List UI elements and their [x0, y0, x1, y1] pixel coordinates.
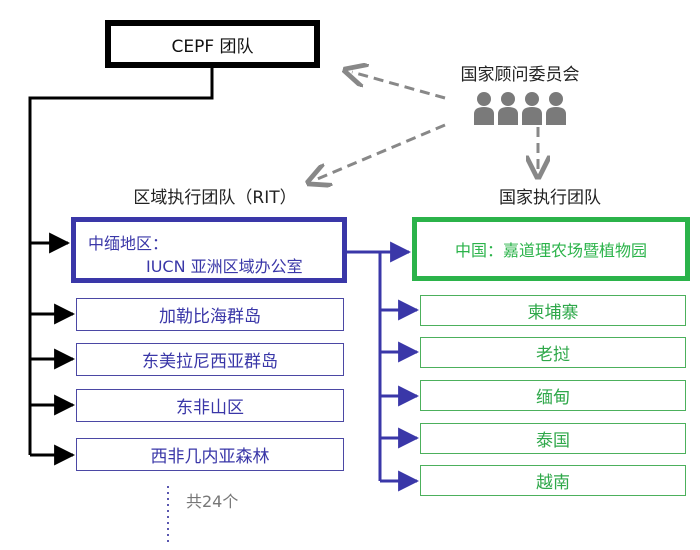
region-label: 东美拉尼西亚群岛: [142, 352, 278, 372]
region-box: 西非几内亚森林: [76, 438, 344, 471]
rit-main-box: 中缅地区： IUCN 亚洲区域办公室: [71, 217, 347, 283]
region-box: 加勒比海群岛: [76, 298, 344, 331]
person-icon: [522, 92, 542, 125]
country-label: 柬埔寨: [527, 303, 579, 323]
person-icon: [546, 92, 566, 125]
region-label: 西非几内亚森林: [150, 447, 270, 467]
country-box: 柬埔寨: [420, 295, 686, 326]
region-label: 加勒比海群岛: [159, 307, 261, 327]
country-label: 越南: [536, 473, 570, 493]
country-label: 缅甸: [536, 388, 570, 408]
advisory-arrows: [315, 72, 538, 180]
region-total-note: 共24个: [186, 492, 239, 511]
region-label: 东非山区: [176, 398, 244, 418]
rit-main-line1: 中缅地区：: [88, 234, 169, 253]
cepf-connector: [28, 68, 214, 466]
nit-main-box: 中国：嘉道理农场暨植物园: [412, 217, 690, 281]
country-label: 老挝: [536, 345, 570, 365]
country-box: 老挝: [420, 337, 686, 368]
country-box: 越南: [420, 465, 686, 496]
region-box: 东美拉尼西亚群岛: [76, 343, 344, 376]
country-label: 泰国: [536, 431, 570, 451]
country-box: 缅甸: [420, 380, 686, 411]
cepf-team-label: CEPF 团队: [171, 36, 254, 57]
council-people-group: [474, 92, 566, 125]
country-box: 泰国: [420, 423, 686, 454]
rit-main-line2: IUCN 亚洲区域办公室: [146, 257, 303, 276]
rit-connector: [347, 241, 420, 492]
person-icon: [474, 92, 494, 125]
council-label: 国家顾问委员会: [460, 65, 580, 85]
region-box: 东非山区: [76, 389, 344, 422]
person-icon: [498, 92, 518, 125]
nit-main-label: 中国：嘉道理农场暨植物园: [454, 241, 647, 260]
rit-header: 区域执行团队（RIT）: [133, 188, 297, 208]
nit-header: 国家执行团队: [499, 188, 601, 208]
cepf-team-box: CEPF 团队: [105, 20, 320, 68]
